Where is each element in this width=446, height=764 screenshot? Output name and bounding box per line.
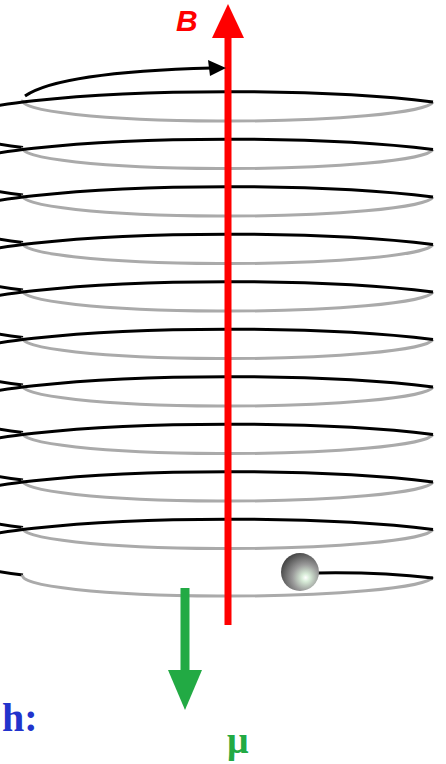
- field-line: [225, 34, 232, 625]
- field-arrowhead: [212, 4, 244, 38]
- moment-label: μ: [227, 718, 249, 762]
- helix-back-arc: [0, 519, 433, 575]
- helix-end: [318, 573, 433, 578]
- motion-arrowhead: [208, 60, 226, 76]
- moment-arrowhead: [168, 670, 202, 710]
- helix-turns: [0, 92, 433, 596]
- heading-fragment: h:: [2, 694, 38, 741]
- motion-arrow: [25, 68, 212, 96]
- moment-line: [181, 588, 190, 672]
- field-label: B: [176, 4, 198, 38]
- particle: [281, 553, 319, 591]
